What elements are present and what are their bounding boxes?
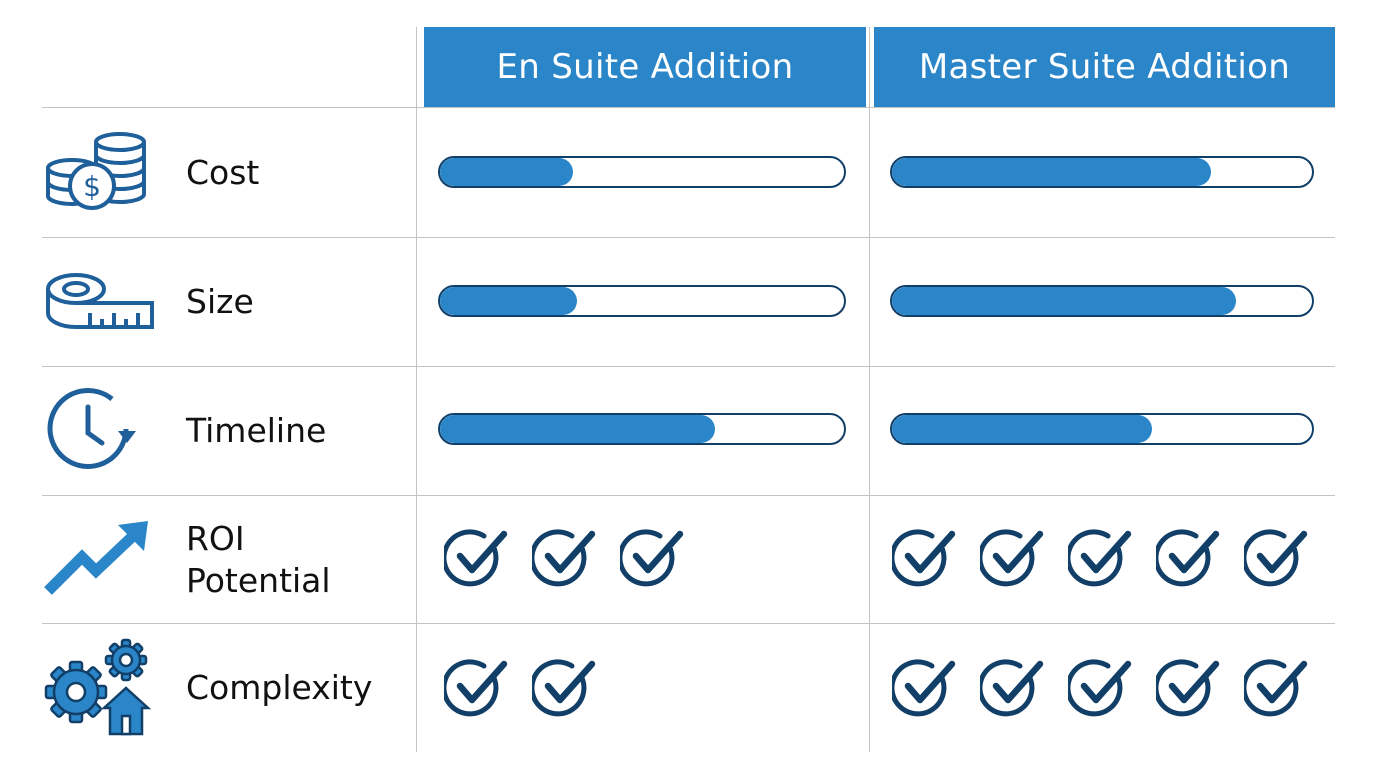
trend-up-arrow-icon	[42, 510, 170, 610]
row-label-text: Size	[186, 282, 254, 321]
check-icon	[532, 526, 596, 588]
grid-line-horizontal-0	[42, 107, 1335, 108]
timeline-bar-master-suite-fill	[892, 415, 1153, 443]
complexity-checks-master-suite	[892, 656, 1308, 718]
check-icon	[892, 526, 956, 588]
check-icon	[1068, 656, 1132, 718]
clock-arrow-icon	[42, 381, 170, 481]
check-icon	[620, 526, 684, 588]
row-label-timeline: Timeline	[42, 367, 414, 495]
cost-bar-master-suite	[890, 156, 1314, 188]
check-icon	[892, 656, 956, 718]
check-icon	[1068, 526, 1132, 588]
gears-house-icon	[42, 638, 170, 738]
row-label-text: Timeline	[186, 411, 327, 450]
column-header-master-suite: Master Suite Addition	[874, 27, 1335, 107]
cost-bar-master-suite-fill	[892, 158, 1212, 186]
grid-line-vertical-2	[869, 27, 870, 752]
cost-bar-en-suite	[438, 156, 846, 188]
roi-checks-en-suite	[444, 526, 684, 588]
timeline-bar-master-suite	[890, 413, 1314, 445]
check-icon	[1244, 526, 1308, 588]
tape-measure-icon	[42, 252, 170, 352]
svg-text:$: $	[83, 170, 101, 203]
grid-line-vertical-1	[416, 27, 417, 752]
column-header-en-suite: En Suite Addition	[424, 27, 866, 107]
size-bar-en-suite-fill	[440, 287, 578, 315]
check-icon	[980, 656, 1044, 718]
row-label-cost: $ Cost	[42, 108, 414, 237]
coins-dollar-icon: $	[42, 123, 170, 223]
check-icon	[980, 526, 1044, 588]
check-icon	[444, 656, 508, 718]
size-bar-master-suite-fill	[892, 287, 1237, 315]
timeline-bar-en-suite-fill	[440, 415, 715, 443]
roi-checks-master-suite	[892, 526, 1308, 588]
check-icon	[1244, 656, 1308, 718]
check-icon	[1156, 526, 1220, 588]
row-label-size: Size	[42, 238, 414, 366]
size-bar-en-suite	[438, 285, 846, 317]
check-icon	[532, 656, 596, 718]
check-icon	[1156, 656, 1220, 718]
size-bar-master-suite	[890, 285, 1314, 317]
grid-line-horizontal-1	[42, 237, 1335, 238]
row-label-text: Cost	[186, 152, 260, 192]
complexity-checks-en-suite	[444, 656, 596, 718]
row-label-complexity: Complexity	[42, 624, 414, 752]
grid-line-horizontal-3	[42, 495, 1335, 496]
timeline-bar-en-suite	[438, 413, 846, 445]
row-label-text: ROI Potential	[186, 518, 331, 600]
check-icon	[444, 526, 508, 588]
row-label-text: Complexity	[186, 668, 373, 707]
grid-line-horizontal-2	[42, 366, 1335, 367]
cost-bar-en-suite-fill	[440, 158, 574, 186]
grid-line-horizontal-4	[42, 623, 1335, 624]
row-label-roi-potential: ROI Potential	[42, 496, 414, 623]
